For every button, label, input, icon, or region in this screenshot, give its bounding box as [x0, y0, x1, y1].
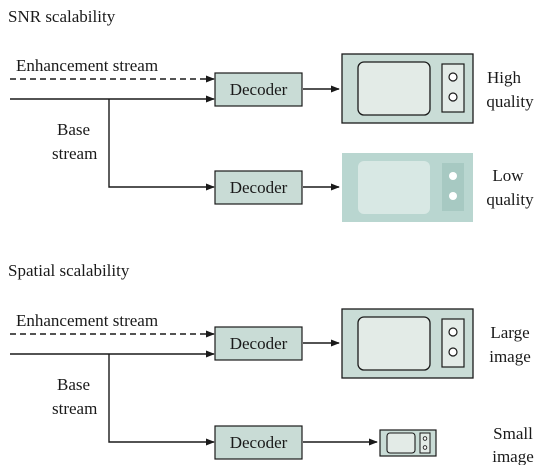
spatial-decoder-top-box	[214, 326, 303, 361]
snr-base-label-line1: Base	[57, 120, 90, 139]
spatial-small-image-line1: Small	[493, 424, 533, 443]
spatial-enhancement-label: Enhancement stream	[16, 311, 158, 330]
snr-low-quality-line1: Low	[492, 166, 524, 185]
high-quality-tv-icon	[341, 53, 474, 124]
snr-enhancement-label: Enhancement stream	[16, 56, 158, 75]
snr-decoder-bottom-box	[214, 170, 303, 205]
spatial-base-branch-arrow	[108, 354, 215, 446]
spatial-decoder-top-label: Decoder	[230, 334, 288, 353]
low-quality-tv-icon	[342, 153, 473, 222]
snr-decoder-top-box	[214, 72, 303, 107]
snr-decoder-bottom-label: Decoder	[230, 178, 288, 197]
spatial-small-image-line2: image	[492, 447, 534, 465]
snr-base-label-line2: stream	[52, 144, 97, 163]
spatial-decoder-bottom-box	[214, 425, 303, 460]
large-image-tv-icon	[341, 308, 474, 379]
snr-high-quality-line2: quality	[486, 92, 534, 111]
spatial-decoder-bottom-label: Decoder	[230, 433, 288, 452]
snr-base-label-bg	[50, 116, 108, 166]
snr-base-branch-arrow	[108, 99, 215, 191]
spatial-large-image-line1: Large	[490, 323, 529, 342]
spatial-base-label-bg	[50, 371, 108, 421]
snr-decoder-top-label: Decoder	[230, 80, 288, 99]
spatial-large-image-line2: image	[489, 347, 531, 366]
spatial-base-label-line1: Base	[57, 375, 90, 394]
spatial-heading: Spatial scalability	[8, 261, 130, 280]
small-image-tv-icon	[379, 429, 437, 457]
snr-low-quality-line2: quality	[486, 190, 534, 209]
snr-heading: SNR scalability	[8, 7, 116, 26]
snr-high-quality-line1: High	[487, 68, 522, 87]
spatial-base-label-line2: stream	[52, 399, 97, 418]
snr-section: SNR scalability Enhancement stream Base …	[8, 7, 534, 222]
spatial-section: Spatial scalability Enhancement stream B…	[8, 261, 534, 465]
